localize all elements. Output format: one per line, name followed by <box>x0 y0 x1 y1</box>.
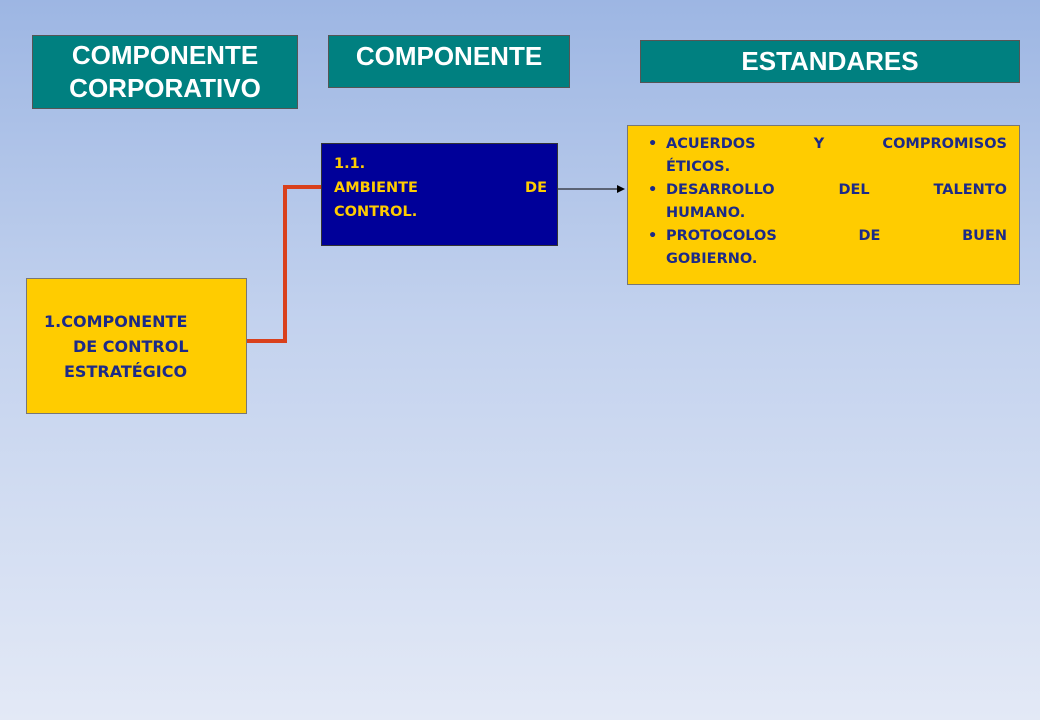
standard-1-word-2: Y <box>813 136 825 152</box>
strategic-word-3: ESTRATÉGICO <box>64 362 188 381</box>
standard-item-1: • ACUERDOS Y COMPROMISOS ÉTICOS. <box>648 133 1007 179</box>
standard-1-word-1: ACUERDOS <box>666 136 756 152</box>
strategic-number: 1. <box>44 312 62 331</box>
standard-3-word-1: PROTOCOLOS <box>666 228 777 244</box>
standard-1-word-3: COMPROMISOS <box>882 136 1007 152</box>
ambiente-word-2: DE <box>525 180 547 196</box>
ambiente-de-control-box: 1.1. AMBIENTE DE CONTROL. <box>321 143 558 246</box>
standard-2-word-2: DEL <box>838 182 870 198</box>
standard-1-line-2: ÉTICOS. <box>666 159 731 175</box>
bullet-icon: • <box>648 182 658 198</box>
standard-2-word-1: DESARROLLO <box>666 182 775 198</box>
standard-item-2: • DESARROLLO DEL TALENTO HUMANO. <box>648 179 1007 225</box>
standard-3-line-2: GOBIERNO. <box>666 251 758 267</box>
standard-3-word-3: BUEN <box>962 228 1007 244</box>
bullet-icon: • <box>648 136 658 152</box>
standard-3-word-2: DE <box>858 228 881 244</box>
header-componente-label: COMPONENTE <box>355 41 543 71</box>
header-corporativo-line-1: COMPONENTE <box>71 40 259 70</box>
strategic-control-component-box: 1.COMPONENTE DE CONTROL ESTRATÉGICO <box>26 278 247 414</box>
standards-list-box: • ACUERDOS Y COMPROMISOS ÉTICOS. • DESAR… <box>627 125 1020 285</box>
strategic-word-1: COMPONENTE <box>61 312 188 331</box>
standard-2-line-2: HUMANO. <box>666 205 746 221</box>
ambiente-word-1: AMBIENTE <box>334 180 418 196</box>
ambiente-number: 1.1. <box>334 156 366 172</box>
standard-item-3: • PROTOCOLOS DE BUEN GOBIERNO. <box>648 225 1007 271</box>
ambiente-line-1: AMBIENTE DE <box>334 176 547 200</box>
header-corporativo-line-2: CORPORATIVO <box>69 73 261 103</box>
header-componente-corporativo: COMPONENTE CORPORATIVO <box>32 35 298 109</box>
ambiente-line-2: CONTROL. <box>334 204 418 220</box>
strategic-line-1: 1.COMPONENTE <box>44 309 187 334</box>
header-componente: COMPONENTE <box>328 35 570 88</box>
red-elbow-connector <box>247 185 321 343</box>
bullet-icon: • <box>648 228 658 244</box>
standard-2-word-3: TALENTO <box>933 182 1007 198</box>
header-estandares-label: ESTANDARES <box>741 46 919 76</box>
strategic-word-2: DE CONTROL <box>73 337 189 356</box>
header-estandares: ESTANDARES <box>640 40 1020 83</box>
